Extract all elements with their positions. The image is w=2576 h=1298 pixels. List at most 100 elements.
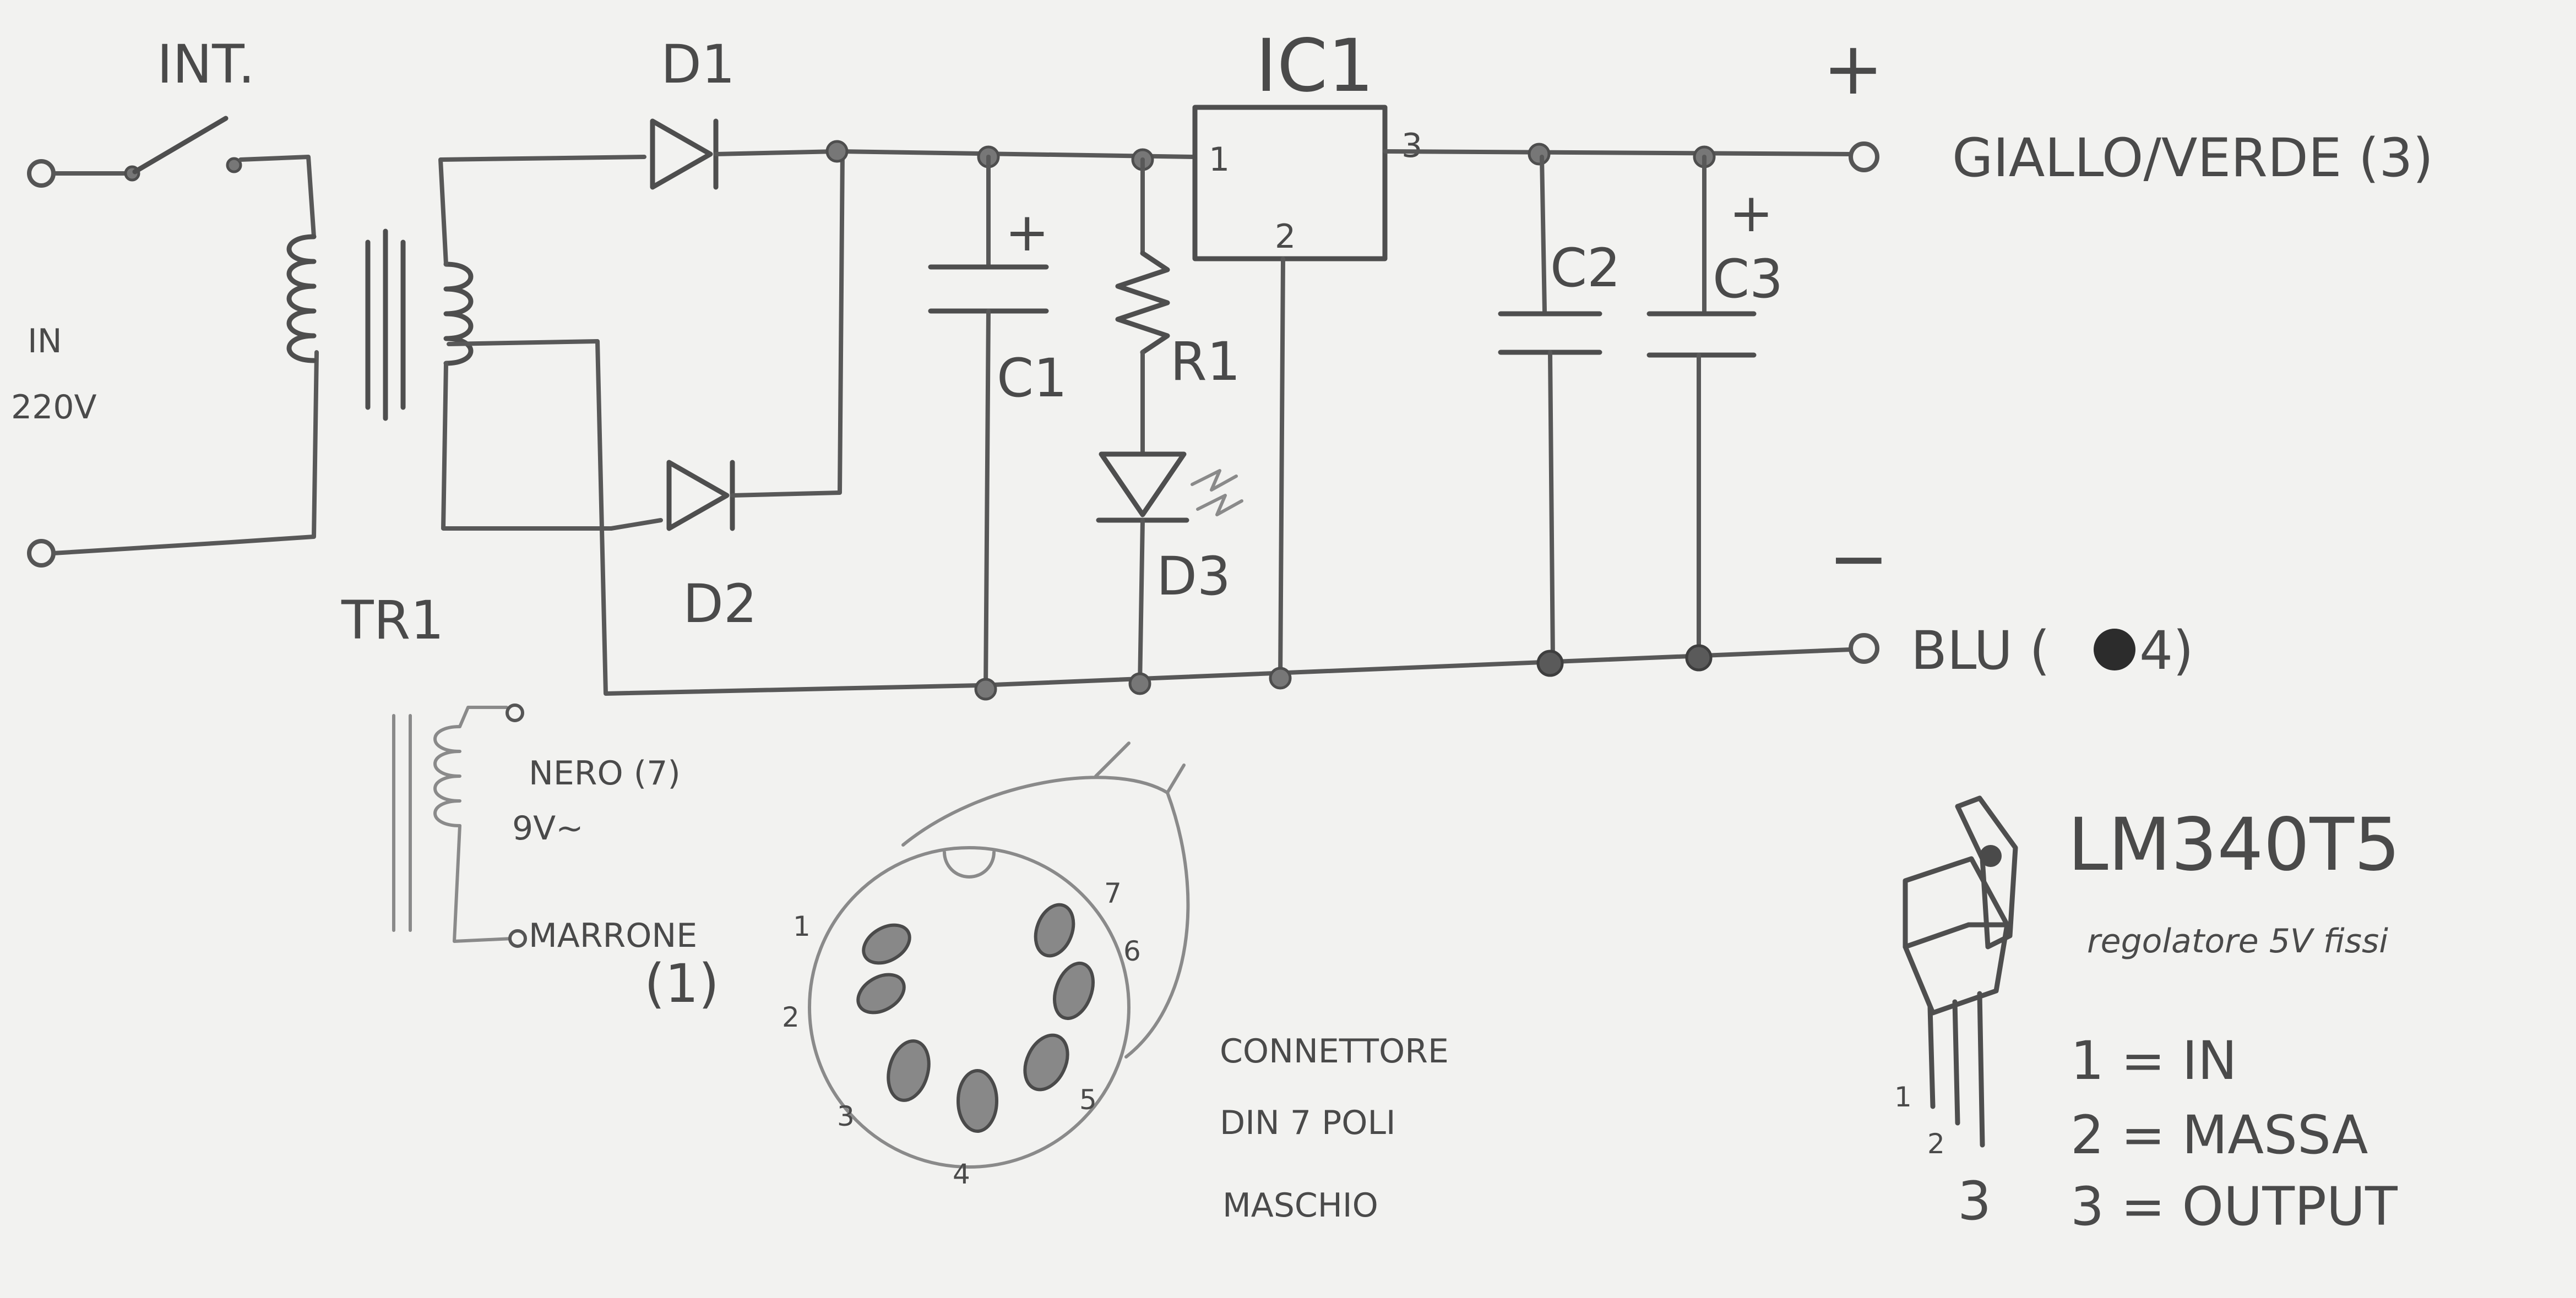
input-voltage-label: 220V	[11, 388, 97, 427]
capacitor-c1-label: C1	[997, 347, 1067, 409]
capacitor-c3: + C3	[1646, 155, 1783, 660]
switch-contact-right	[226, 157, 242, 173]
mains-input: INT. IN 220V	[11, 34, 319, 568]
capacitor-c3-label: C3	[1713, 248, 1783, 310]
resistor-r1: R1	[1115, 157, 1241, 454]
diode-d2-label: D2	[683, 573, 757, 635]
din-caption-line-2: DIN 7 POLI	[1220, 1104, 1396, 1142]
scribble-mark	[2094, 629, 2135, 670]
capacitor-c1: + C1	[928, 155, 1067, 693]
din-pins	[856, 903, 1095, 1133]
din-pin-label-3: 3	[837, 1100, 855, 1132]
aux-winding: NERO (7) 9V~ MARRONE (1)	[392, 703, 719, 1015]
node-c1-ground	[974, 678, 997, 701]
aux-brown-num-label: (1)	[644, 953, 719, 1015]
din-pin-label-7: 7	[1104, 877, 1122, 909]
switch-label: INT.	[157, 34, 255, 95]
aux-voltage-label: 9V~	[512, 809, 584, 848]
ic1-pin2-label: 2	[1275, 217, 1296, 256]
input-in-label: IN	[28, 322, 62, 361]
din-pin-label-2: 2	[782, 1001, 800, 1033]
led-d3-symbol	[1099, 451, 1187, 517]
led-d3-label: D3	[1156, 546, 1231, 607]
input-terminal-bottom	[27, 539, 56, 568]
aux-black-label: NERO (7)	[529, 754, 681, 793]
ic1-pin1-label: 1	[1209, 140, 1230, 179]
capacitor-c3-plus: +	[1729, 182, 1773, 244]
capacitor-c1-plus: +	[1005, 201, 1049, 263]
led-light-arrow-2	[1196, 494, 1243, 516]
switch-lever	[132, 116, 229, 174]
capacitor-c2: C2	[1498, 155, 1621, 663]
resistor-r1-label: R1	[1170, 331, 1241, 392]
output-minus-wire-suffix: 4)	[2139, 620, 2194, 681]
package-leg-label-1: 1	[1894, 1081, 1912, 1113]
regulator-pin-1: 1 = IN	[2070, 1030, 2237, 1092]
regulator-legend: LM340T5 regolatore 5V fissi 1 = IN 2 = M…	[2068, 803, 2400, 1237]
primary-coil	[286, 234, 317, 363]
regulator-pin-2: 2 = MASSA	[2070, 1104, 2368, 1166]
din-caption-line-3: MASCHIO	[1222, 1186, 1378, 1225]
din-pin-label-5: 5	[1079, 1084, 1097, 1116]
aux-coil	[433, 725, 461, 827]
din-key-notch	[943, 850, 996, 879]
regulator-description: regolatore 5V fissi	[2087, 922, 2388, 961]
capacitor-c2-label: C2	[1550, 237, 1621, 299]
diode-d2: D2	[666, 149, 845, 635]
diode-d1: D1	[650, 34, 839, 190]
din-pin-label-4: 4	[953, 1158, 970, 1190]
aux-brown-label: MARRONE	[529, 917, 697, 955]
ic1-pin3-label: 3	[1401, 127, 1422, 165]
node-led-ground	[1128, 672, 1151, 695]
package-leg-1	[1927, 1005, 1936, 1109]
din-pin-label-6: 6	[1123, 935, 1141, 967]
input-terminal-top	[27, 159, 56, 188]
package-body	[1903, 856, 2010, 1016]
resistor-r1-symbol	[1115, 250, 1170, 355]
diode-d1-symbol	[650, 118, 713, 190]
din-caption-line-1: CONNETTORE	[1220, 1032, 1449, 1071]
din-pin-4	[957, 1069, 998, 1133]
led-d3: D3	[1096, 451, 1243, 688]
diode-d2-symbol	[666, 460, 730, 531]
din-connector-drawing: 1 2 3 4 5 6 7	[782, 741, 1190, 1190]
regulator-ic1: IC1 1 2 3	[1192, 24, 1422, 682]
output-minus-sign: −	[1828, 516, 1889, 601]
transformer-tr1: TR1	[286, 155, 982, 696]
secondary-coil	[443, 261, 474, 366]
din-pin-5	[1023, 1033, 1069, 1092]
output-plus-sign: +	[1823, 26, 1884, 111]
din-cable-top	[901, 763, 1186, 847]
node-c2-ground	[1536, 650, 1564, 677]
node-c2-top	[1528, 143, 1551, 166]
din-connector-body	[808, 846, 1131, 1169]
din-pin-6	[1053, 961, 1095, 1021]
ic1-label: IC1	[1256, 24, 1374, 108]
din-pin-label-1: 1	[793, 910, 811, 942]
node-ic-ground	[1269, 667, 1292, 690]
regulator-part-number: LM340T5	[2068, 803, 2400, 887]
output-plus-terminal	[1849, 141, 1879, 172]
led-light-arrow-1	[1191, 469, 1238, 492]
din-pin-7	[1034, 903, 1075, 958]
din-pin-3	[887, 1039, 931, 1102]
regulator-package: 1 2 3	[1894, 795, 2018, 1232]
package-tab-hole	[1980, 845, 2002, 867]
output-minus-wire-label: BLU ( 4)	[1911, 620, 2194, 681]
diode-d1-label: D1	[661, 34, 735, 95]
output-minus-wire-prefix: BLU (	[1911, 620, 2050, 681]
package-leg-label-2: 2	[1927, 1128, 1945, 1160]
ic1-body	[1192, 105, 1388, 261]
node-rectifier	[825, 140, 849, 163]
package-leg-label-3: 3	[1958, 1170, 1991, 1232]
node-c3-ground	[1685, 644, 1713, 672]
din-cable-side	[1124, 791, 1190, 1059]
transformer-label: TR1	[341, 590, 444, 651]
output-minus-terminal	[1849, 633, 1879, 664]
din-pin-2	[856, 973, 906, 1015]
package-leg-3	[1977, 991, 1985, 1148]
output-plus-wire-label: GIALLO/VERDE (3)	[1952, 127, 2433, 189]
din-connector-caption: CONNETTORE DIN 7 POLI MASCHIO	[1220, 1032, 1449, 1225]
